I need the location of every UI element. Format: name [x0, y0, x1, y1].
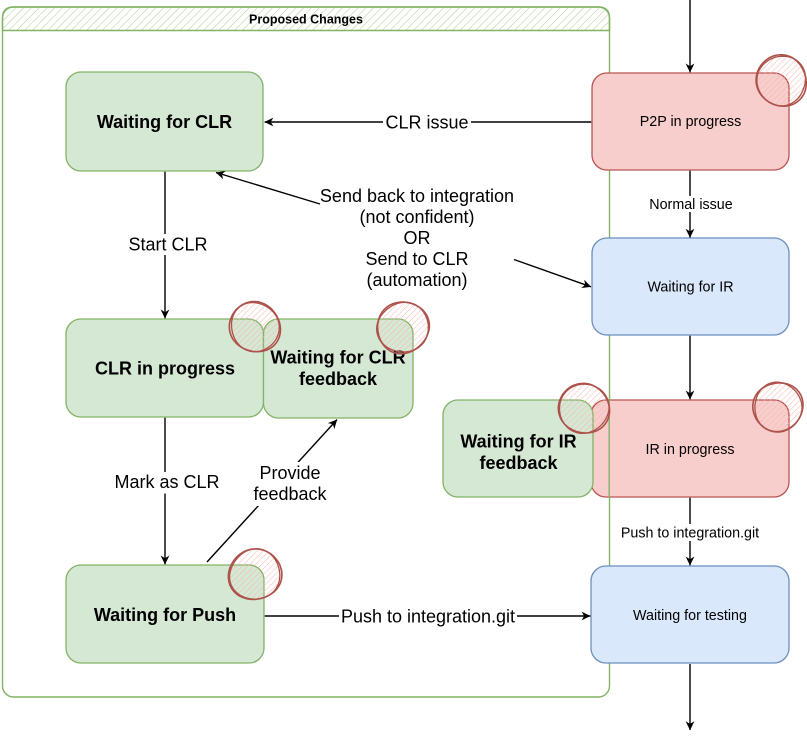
svg-text:Start CLR: Start CLR [128, 235, 207, 255]
svg-text:feedback: feedback [299, 369, 378, 389]
svg-text:feedback: feedback [253, 484, 327, 504]
svg-text:Waiting for Push: Waiting for Push [94, 605, 236, 625]
svg-text:Push to integration.git: Push to integration.git [341, 607, 515, 627]
svg-text:Waiting for CLR: Waiting for CLR [270, 348, 405, 368]
svg-text:Mark as CLR: Mark as CLR [114, 472, 219, 492]
svg-text:P2P in progress: P2P in progress [640, 114, 741, 130]
svg-text:Proposed Changes: Proposed Changes [249, 13, 363, 27]
svg-text:Normal issue: Normal issue [649, 197, 732, 213]
svg-text:CLR in progress: CLR in progress [95, 359, 235, 379]
svg-text:Push to integration.git: Push to integration.git [621, 526, 759, 542]
svg-text:Provide: Provide [259, 463, 320, 483]
svg-text:CLR issue: CLR issue [385, 113, 468, 133]
svg-text:Waiting for CLR: Waiting for CLR [97, 112, 232, 132]
svg-text:Waiting for testing: Waiting for testing [633, 608, 747, 624]
svg-text:IR in progress: IR in progress [646, 442, 735, 458]
svg-text:feedback: feedback [479, 453, 558, 473]
svg-text:Send to CLR: Send to CLR [365, 249, 468, 269]
svg-text:Send back to integration: Send back to integration [320, 186, 514, 206]
svg-text:(automation): (automation) [366, 270, 467, 290]
svg-text:OR: OR [404, 228, 431, 248]
svg-text:(not confident): (not confident) [359, 207, 474, 227]
svg-text:Waiting for IR: Waiting for IR [460, 431, 576, 451]
svg-text:Waiting for IR: Waiting for IR [647, 280, 733, 296]
